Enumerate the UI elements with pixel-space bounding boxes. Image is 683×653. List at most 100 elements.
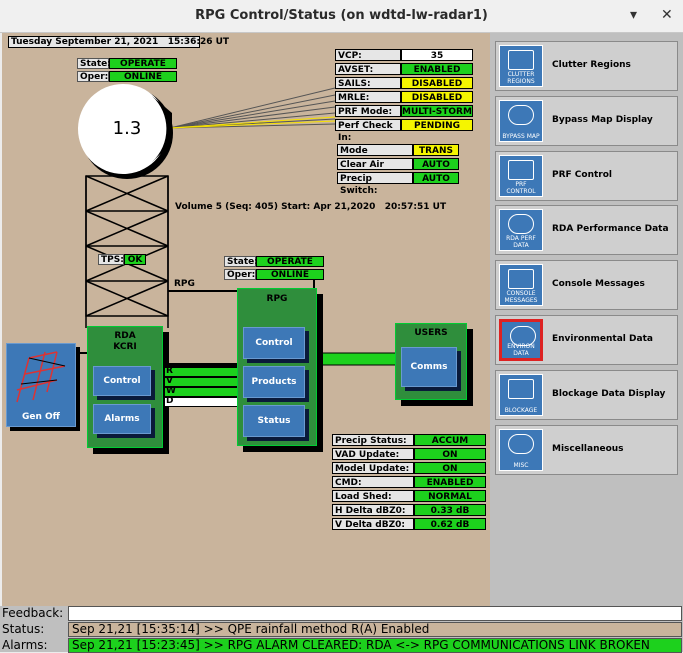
precip-panel-row: Precip Status:ACCUM xyxy=(332,434,486,446)
vcp-panel-value: MULTI-STORM xyxy=(401,105,473,117)
precip-panel-row: V Delta dBZ0:0.62 dB xyxy=(332,518,486,530)
sidebar-icon-text: BLOCKAGE xyxy=(504,406,538,414)
feedback-field[interactable] xyxy=(68,606,682,621)
sidebar-icon-text: CONSOLE MESSAGES xyxy=(504,290,538,305)
vcp-panel-label: VCP: xyxy=(335,49,401,61)
date-time-display: Tuesday September 21, 2021 15:36:26 UT xyxy=(8,36,229,48)
icon-graphic xyxy=(508,104,534,125)
precip-panel-row: H Delta dBZ0:0.33 dB xyxy=(332,504,486,516)
radar-state-label: State: xyxy=(77,58,111,69)
precip-panel-value: ENABLED xyxy=(414,476,486,488)
sidebar-item-miscellaneous[interactable]: MISC Miscellaneous xyxy=(495,424,678,475)
precip-panel-value: NORMAL xyxy=(414,490,486,502)
rpg-line-label: RPG xyxy=(174,279,195,289)
vcp-panel-label: PRF Mode: xyxy=(335,105,401,117)
bypass-map-icon: BYPASS MAP xyxy=(499,99,543,142)
sidebar-icon-text: RDA PERF DATA xyxy=(506,235,536,250)
precip-panel-label: Model Update: xyxy=(332,462,414,474)
sidebar-item-label: PRF Control xyxy=(552,169,613,180)
sidebar-item-blockage-data-display[interactable]: BLOCKAGE Blockage Data Display xyxy=(495,369,678,420)
mode-panel-row: Clear Air Switch:AUTO xyxy=(337,158,459,182)
mode-panel-label: Clear Air Switch: xyxy=(337,158,413,182)
radar-dish-value: 1.3 xyxy=(112,118,142,139)
main-status-panel: Tuesday September 21, 2021 15:36:26 UT S… xyxy=(2,33,490,606)
precip-panel-label: CMD: xyxy=(332,476,414,488)
icon-graphic xyxy=(508,159,534,180)
rpg-products-button[interactable]: Products xyxy=(243,366,305,398)
icon-graphic xyxy=(508,269,534,290)
mode-panel-label: Mode Conflict: xyxy=(337,144,413,168)
precip-panel-value: 0.33 dB xyxy=(414,504,486,516)
sidebar-icon-text: PRF CONTROL xyxy=(506,180,536,195)
precip-panel-label: H Delta dBZ0: xyxy=(332,504,414,516)
rpg-oper-label: Oper: xyxy=(224,269,256,280)
precip-panel-value: ON xyxy=(414,448,486,460)
volume-info: Volume 5 (Seq: 405) Start: Apr 21,2020 2… xyxy=(175,202,447,212)
icon-graphic xyxy=(508,378,534,399)
users-comms-button[interactable]: Comms xyxy=(401,347,457,387)
alarms-label: Alarms: xyxy=(2,638,48,652)
rda-alarms-button[interactable]: Alarms xyxy=(93,404,151,434)
link-letter: V xyxy=(166,376,173,386)
icon-graphic xyxy=(508,433,534,454)
sidebar-item-prf-control[interactable]: PRF CONTROL PRF Control xyxy=(495,150,678,201)
vcp-panel-row: Perf Check In:PENDING xyxy=(335,119,473,143)
precip-panel-value: ON xyxy=(414,462,486,474)
sidebar-icon-text: BYPASS MAP xyxy=(502,132,540,140)
mode-panel-label: Precip Switch: xyxy=(337,172,413,196)
sidebar-item-label: Console Messages xyxy=(552,279,645,290)
mode-panel-value: AUTO xyxy=(413,158,459,170)
link-bar-d: D xyxy=(164,396,238,407)
misc-icon: MISC xyxy=(499,428,543,471)
rda-control-button[interactable]: Control xyxy=(93,366,151,396)
rpg-title: RPG xyxy=(266,294,288,304)
vcp-panel-value: 35 xyxy=(401,49,473,61)
sidebar-item-console-messages[interactable]: CONSOLE MESSAGES Console Messages xyxy=(495,260,678,311)
minimize-icon[interactable]: ▾ xyxy=(630,7,638,23)
vcp-panel-value: ENABLED xyxy=(401,63,473,75)
radar-oper-value: ONLINE xyxy=(109,71,177,82)
mode-panel-row: Precip Switch:AUTO xyxy=(337,172,459,196)
vcp-panel-row: VCP:35 xyxy=(335,49,473,61)
users-title: USERS xyxy=(414,328,448,338)
alarms-message: Sep 21,21 [15:23:45] >> RPG ALARM CLEARE… xyxy=(68,638,682,653)
vcp-panel-label: MRLE: xyxy=(335,91,401,103)
vcp-panel-value: DISABLED xyxy=(401,77,473,89)
link-letter: D xyxy=(166,396,174,406)
rda-site: KCRI xyxy=(113,342,137,352)
rda-perf-icon: RDA PERF DATA xyxy=(499,209,543,252)
precip-panel-value: 0.62 dB xyxy=(414,518,486,530)
precip-panel-row: CMD:ENABLED xyxy=(332,476,486,488)
vcp-panel-value: PENDING xyxy=(401,119,473,131)
precip-panel-row: Model Update:ON xyxy=(332,462,486,474)
tps-label: TPS: xyxy=(98,254,124,265)
vcp-panel-row: AVSET:ENABLED xyxy=(335,63,473,75)
title-bar: RPG Control/Status (on wdtd-lw-radar1) ▾… xyxy=(0,0,683,33)
console-messages-icon: CONSOLE MESSAGES xyxy=(499,264,543,307)
rpg-control-button[interactable]: Control xyxy=(243,327,305,359)
status-message: Sep 21,21 [15:35:14] >> QPE rainfall met… xyxy=(68,622,682,637)
precip-panel-label: Precip Status: xyxy=(332,434,414,446)
link-bar-w: W xyxy=(164,386,238,397)
precip-panel-value: ACCUM xyxy=(414,434,486,446)
radar-oper-label: Oper: xyxy=(77,71,109,82)
precip-panel-label: VAD Update: xyxy=(332,448,414,460)
rpg-module: RPG Control Products Status xyxy=(237,288,317,446)
close-icon[interactable]: ✕ xyxy=(661,7,673,23)
rpg-status-button[interactable]: Status xyxy=(243,405,305,437)
generator-button[interactable]: Gen Off xyxy=(6,343,76,427)
environ-data-icon: ENVIRON DATA xyxy=(499,319,543,361)
rpg-oper-value: ONLINE xyxy=(256,269,324,280)
vcp-panel-value: DISABLED xyxy=(401,91,473,103)
sidebar-item-label: Blockage Data Display xyxy=(552,388,666,399)
message-area: Feedback: Status: Sep 21,21 [15:35:14] >… xyxy=(0,606,683,653)
sidebar-item-label: Miscellaneous xyxy=(552,443,624,454)
sidebar-item-label: Clutter Regions xyxy=(552,60,631,70)
sidebar-icon-text: MISC xyxy=(513,461,529,469)
precip-panel-row: Load Shed:NORMAL xyxy=(332,490,486,502)
